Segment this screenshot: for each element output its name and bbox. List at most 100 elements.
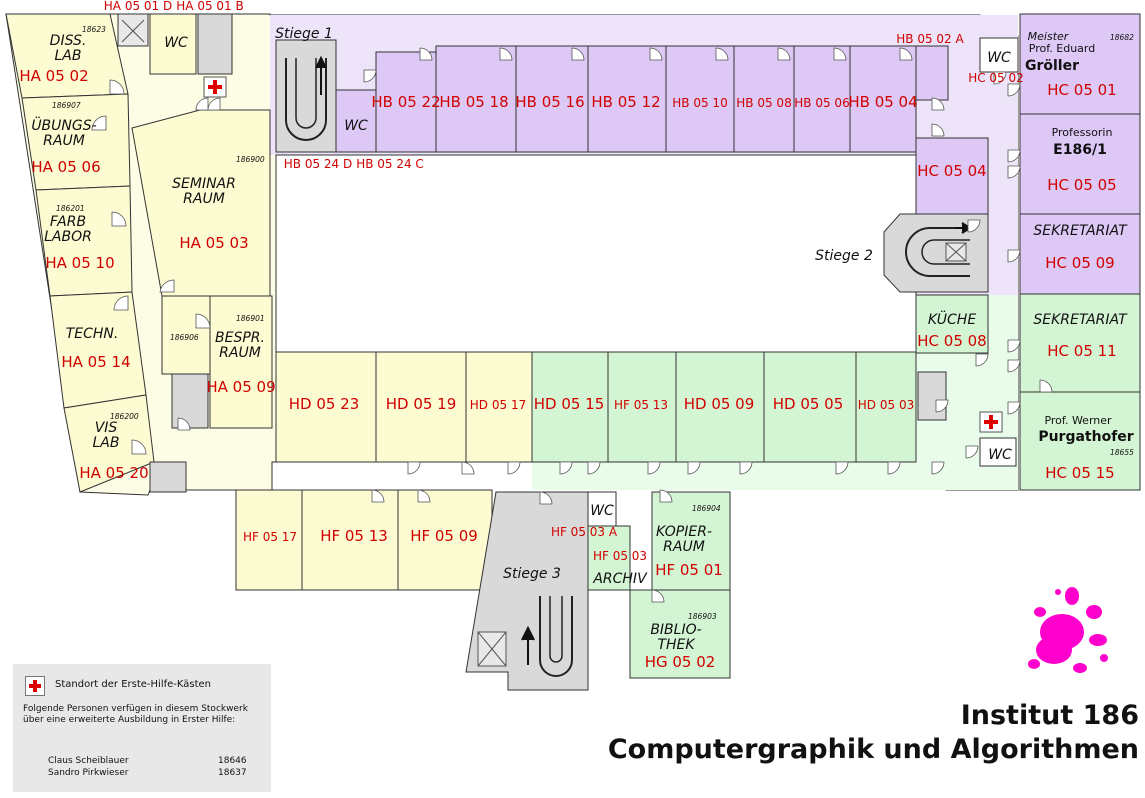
room-hc0509-label: SEKRETARIAT — [1033, 223, 1128, 239]
stair-fill-east — [917, 371, 947, 421]
legend-person-name: Claus Scheiblauer — [48, 756, 129, 766]
room-hb0508-number: HB 05 08 — [736, 96, 791, 110]
room-hc0508-label: KÜCHE — [928, 310, 976, 328]
room-hb0506 — [793, 45, 851, 153]
room-ha-small-phone: 186906 — [170, 333, 199, 342]
room-ha0502-number: HA 05 02 — [19, 67, 88, 85]
label-ha0501b: HA 05 01 B — [176, 0, 243, 13]
room-hg0502-label: BIBLIO-THEK — [650, 622, 701, 653]
room-wc-south — [587, 491, 617, 527]
room-hd0515 — [531, 351, 609, 463]
room-ha0503-number: HA 05 03 — [179, 234, 248, 252]
label-hb0524d: HB 05 24 D — [284, 157, 352, 171]
room-ha0509-label: BESPR.RAUM — [215, 330, 265, 361]
room-hf0503-number: HF 05 03 — [593, 549, 647, 563]
room-ha0509-phone: 186901 — [236, 314, 265, 323]
legend-person: Sandro Pirkwieser 18637 — [48, 768, 248, 778]
room-hd0519 — [375, 351, 467, 463]
room-ha0506-label: ÜBUNGS-RAUM — [31, 116, 96, 149]
room-hg0502-number: HG 05 02 — [645, 653, 716, 671]
room-hf0503-label: ARCHIV — [592, 571, 648, 587]
room-wc-ne — [979, 37, 1019, 73]
legend-person: Claus Scheiblauer 18646 — [48, 756, 248, 766]
room-hb0516 — [515, 45, 589, 153]
hc0501-person-title: Meister — [1028, 30, 1070, 43]
room-ha0506-phone: 186907 — [52, 101, 81, 110]
label-hc0502: HC 05 02 — [968, 71, 1024, 85]
room-hf0517-number: HF 05 17 — [243, 530, 297, 544]
wc-south-label: WC — [590, 503, 614, 519]
room-ha0501b — [197, 13, 233, 75]
room-hd0523-number: HD 05 23 — [289, 395, 360, 413]
room-hd0509-number: HD 05 09 — [684, 395, 755, 413]
room-hc0511 — [1019, 293, 1141, 393]
room-hc0504 — [915, 137, 989, 215]
hc0505-person-title: Professorin — [1052, 126, 1113, 139]
first-aid-icon — [203, 76, 227, 98]
stair-1-label: Stiege 1 — [275, 26, 333, 42]
hc0501-person-prof: Prof. Eduard — [1029, 42, 1095, 55]
room-hb0522 — [375, 51, 437, 153]
room-ha0520-phone: 186200 — [110, 412, 139, 421]
room-hf0513-number: HF 05 13 — [320, 527, 388, 545]
legend-person-phone: 18637 — [218, 768, 247, 778]
room-ha0520-number: HA 05 20 — [79, 464, 148, 482]
room-hf0513b-number: HF 05 13 — [614, 398, 668, 412]
stair-fill-sw — [149, 461, 187, 493]
stair-fill-west — [171, 373, 209, 429]
room-hd0505-number: HD 05 05 — [773, 395, 844, 413]
room-hc0505-number: HC 05 05 — [1047, 176, 1116, 194]
room-hc0508 — [915, 294, 989, 354]
room-wc-se — [979, 437, 1017, 467]
room-hc0501 — [1019, 13, 1141, 115]
room-hf0509 — [397, 489, 493, 591]
first-aid-icon — [25, 676, 45, 696]
room-ha0514 — [49, 291, 147, 409]
room-hb0502 — [915, 45, 949, 101]
room-ha0502-phone: 18623 — [82, 25, 106, 34]
room-hb0516-number: HB 05 16 — [515, 93, 584, 111]
room-hc0511-label: SEKRETARIAT — [1033, 312, 1128, 328]
room-hd0515-number: HD 05 15 — [534, 395, 605, 413]
room-hd0517-number: HD 05 17 — [470, 398, 526, 412]
room-ha0503-phone: 186900 — [236, 155, 265, 164]
legend-person-name: Sandro Pirkwieser — [48, 768, 129, 778]
wc-north-label: WC — [344, 118, 368, 134]
stair-2 — [883, 213, 989, 293]
courtyard — [275, 154, 917, 353]
legend-person-phone: 18646 — [218, 756, 247, 766]
room-ha0510-phone: 186201 — [56, 204, 85, 213]
hc0505-person-name: E186/1 — [1053, 142, 1107, 158]
room-hb0522-number: HB 05 22 — [371, 93, 440, 111]
label-hb0502a: HB 05 02 A — [896, 32, 964, 46]
room-ha0502-label: DISS.LAB — [50, 33, 87, 64]
legend-note: Folgende Personen verfügen in diesem Sto… — [23, 704, 248, 725]
room-ha0506-number: HA 05 06 — [31, 158, 100, 176]
room-hf0517 — [235, 489, 303, 591]
room-hb0506-number: HB 05 06 — [794, 96, 849, 110]
institute-title: Institut 186 — [960, 700, 1139, 731]
room-hd0509 — [675, 351, 765, 463]
room-hd0519-number: HD 05 19 — [386, 395, 457, 413]
doors — [91, 47, 1053, 603]
room-hf0513 — [301, 489, 399, 591]
room-hg0502 — [629, 589, 731, 679]
label-hb0524c: HB 05 24 C — [356, 157, 424, 171]
institute-subtitle: Computergraphik und Algorithmen — [607, 734, 1139, 765]
room-hb0508 — [733, 45, 795, 153]
room-hb0504-number: HB 05 04 — [848, 93, 917, 111]
room-hc0509-number: HC 05 09 — [1045, 254, 1114, 272]
room-hf0501 — [651, 491, 731, 591]
logo-splash-icon — [1028, 587, 1108, 673]
room-hf0501-label: KOPIER-RAUM — [656, 524, 712, 555]
room-hf0501-phone: 186904 — [692, 504, 721, 513]
room-hc0501-number: HC 05 01 — [1047, 81, 1116, 99]
wc-se-label: WC — [988, 447, 1012, 463]
legend-title: Standort der Erste-Hilfe-Kästen — [55, 679, 212, 690]
room-hb0512-number: HB 05 12 — [591, 93, 660, 111]
room-hf0513b — [607, 351, 677, 463]
room-ha0509-number: HA 05 09 — [206, 378, 275, 396]
room-wc-west — [149, 13, 197, 75]
room-ha0509 — [209, 295, 273, 429]
